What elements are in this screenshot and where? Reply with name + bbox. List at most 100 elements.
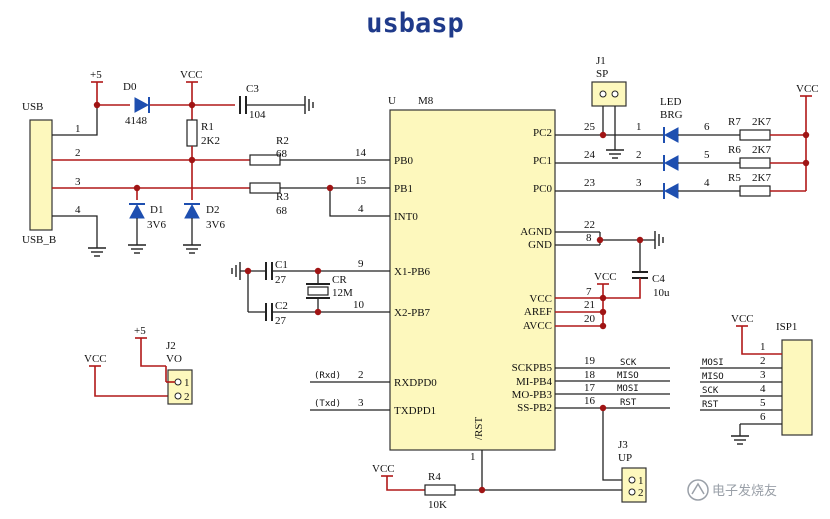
mcu-pin-num: 9 [358,258,364,270]
plus5-label-j2: +5 [134,325,146,337]
jumper-j2: J2 VO 1 2 [166,340,193,405]
isp-pin: 6 [760,411,766,423]
diode-d0: D0 4148 [123,81,150,127]
j2-ref: J2 [166,340,176,352]
r5-value: 2K7 [752,172,771,184]
mcu-pin-num: 23 [584,177,596,189]
watermark-logo: 电子发烧友 [687,479,777,501]
plus5-label-top: +5 [90,69,102,81]
usb-label: USB [22,101,43,113]
resistor-r3: R3 68 [249,182,289,217]
mcu-pin-name: RXDPD0 [394,377,437,389]
jumper-j1: J1 SP [591,55,627,107]
cr-value: 12M [332,287,353,299]
mcu-pin-num: 7 [586,286,592,298]
r4-value: 10K [428,499,447,511]
mcu-pin-num: 22 [584,219,595,231]
c1-value: 27 [275,274,287,286]
mcu-part: M8 [418,95,434,107]
led-pin-left: 3 [636,177,642,189]
d1-value: 3V6 [147,219,166,231]
mcu-pin-name: /RST [473,416,485,440]
capacitor-c3: C3 104 [239,83,266,121]
j1-value: SP [596,68,608,80]
usb-pin-4: 4 [75,204,81,216]
d2-value: 3V6 [206,219,225,231]
usb-pin-3: 3 [75,176,81,188]
mcu-pin-num: 25 [584,121,596,133]
mcu-pin-num: 1 [470,451,476,463]
mcu-pin-name: PB0 [394,155,413,167]
c2-ref: C2 [275,300,288,312]
mcu-pin-num: 14 [355,147,367,159]
mcu-pin-name: X2-PB7 [394,307,431,319]
r6-ref: R6 [728,144,741,156]
resistor-r6: R6 2K7 [728,144,771,169]
d0-ref: D0 [123,81,137,93]
r3-ref: R3 [276,191,289,203]
usb-sublabel: USB_B [22,234,56,246]
r5-ref: R5 [728,172,741,184]
r1-value: 2K2 [201,135,220,147]
c3-ref: C3 [246,83,259,95]
mcu-pin-name: SS-PB2 [517,402,552,414]
r7-ref: R7 [728,116,741,128]
r3-value: 68 [276,205,288,217]
isp-signal: RST [702,400,719,410]
isp-signal: MISO [702,372,724,382]
jumper-j3: J3 UP 1 2 [618,439,647,503]
mcu-pin-name: MI-PB4 [516,376,553,388]
watermark-text: 电子发烧友 [712,483,777,499]
vcc-label-mcu: VCC [594,271,617,283]
mcu-pin-name: PC1 [533,155,552,167]
r4-ref: R4 [428,471,441,483]
mcu-pin-num: 10 [353,299,365,311]
mcu-pin-num: 19 [584,355,596,367]
mcu-pin-name: PC0 [533,183,552,195]
led-3 [663,183,679,199]
j1-ref: J1 [596,55,606,67]
capacitor-c2: C2 27 [265,300,288,327]
mcu-pin-num: 24 [584,149,596,161]
net-txd: (Txd) [314,399,341,409]
d1-ref: D1 [150,204,163,216]
d0-value: 4148 [125,115,148,127]
j3-ref: J3 [618,439,628,451]
resistor-r5: R5 2K7 [728,172,771,197]
r2-value: 68 [276,148,288,160]
led-value: BRG [660,109,683,121]
isp-pin: 3 [760,369,766,381]
mcu-pin-name: TXDPD1 [394,405,436,417]
usb-connector: USB USB_B 1 2 3 4 [22,101,81,246]
led-1 [663,127,679,143]
mcu-pin-num: 3 [358,397,364,409]
mcu-pin-num: 8 [586,232,592,244]
net-mosi: MOSI [617,384,639,394]
isp-pin: 2 [760,355,766,367]
vcc-label-led: VCC [796,83,819,95]
mcu-pin-num: 20 [584,313,596,325]
r6-value: 2K7 [752,144,771,156]
c2-value: 27 [275,315,287,327]
isp-pin: 4 [760,383,766,395]
isp-pin: 5 [760,397,766,409]
vcc-label-reset: VCC [372,463,395,475]
mcu-pin-name: MO-PB3 [512,389,553,401]
cr-ref: CR [332,274,347,286]
usb-pin-1: 1 [75,123,81,135]
mcu-pin-name: VCC [529,293,552,305]
c4-value: 10u [653,287,670,299]
mcu-pin-name: AREF [524,306,552,318]
j3-pin-2: 2 [638,487,644,499]
zener-d2: D2 3V6 [184,203,225,231]
mcu-pin-name: AVCC [523,320,552,332]
vcc-label-isp: VCC [731,313,754,325]
c3-value: 104 [249,109,266,121]
led-ref: LED [660,96,681,108]
led-pin-right: 6 [704,121,710,133]
r2-ref: R2 [276,135,289,147]
mcu-ref: U [388,95,396,107]
isp-pin: 1 [760,341,766,353]
resistor-r4: R4 10K [424,471,456,511]
